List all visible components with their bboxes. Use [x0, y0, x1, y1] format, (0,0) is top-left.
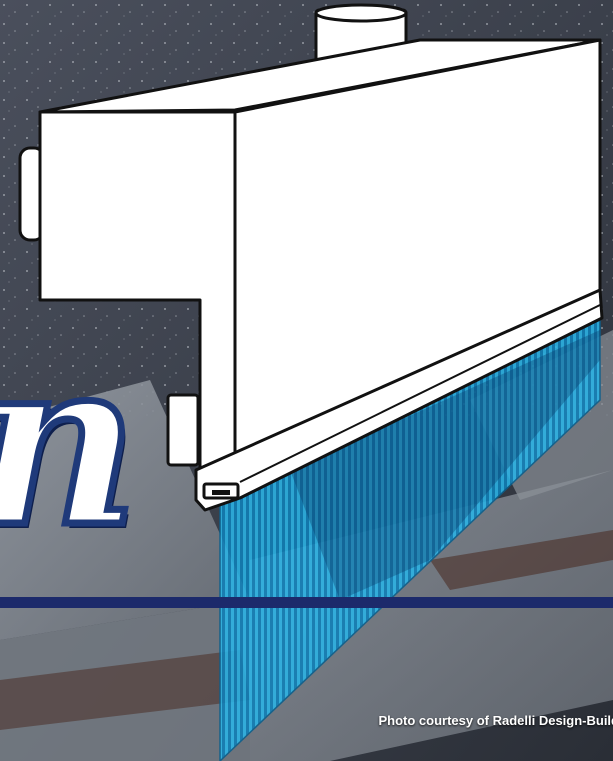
banner-stripe: [0, 597, 613, 608]
mounting-bracket: [168, 395, 198, 465]
nozzle-slot: [212, 490, 230, 495]
photo-credit: Photo courtesy of Radelli Design-Build: [378, 713, 613, 728]
headline-script-letter: n: [0, 328, 135, 558]
duct-collar-top: [316, 5, 406, 21]
